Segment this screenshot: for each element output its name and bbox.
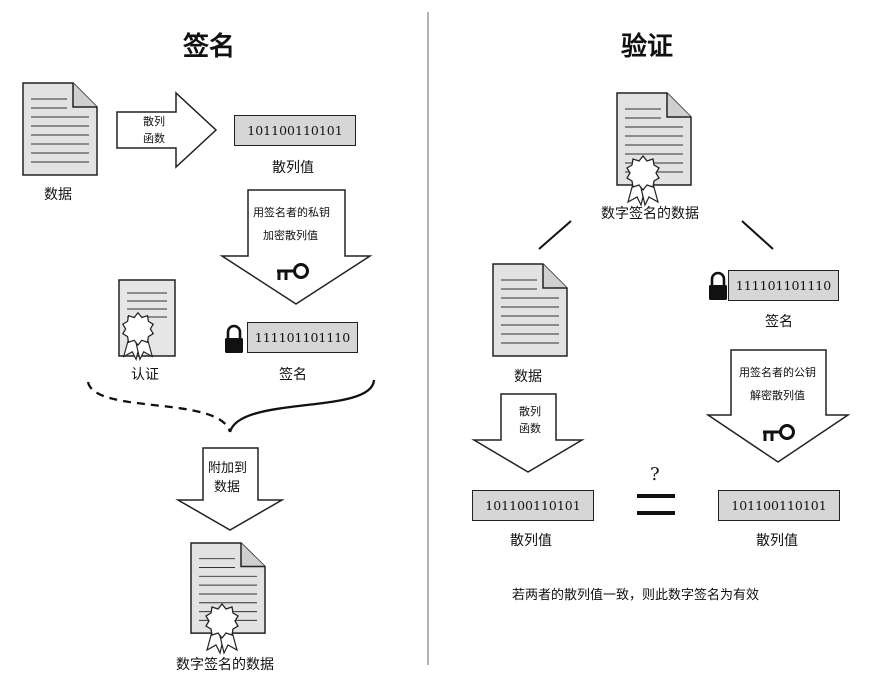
hash-function-label-1: 散列: [143, 115, 165, 128]
signed-data-label: 数字签名的数据: [601, 206, 699, 222]
decrypt-arrow: [705, 349, 851, 463]
hash-function-label-2: 函数: [519, 422, 541, 435]
hash-function-arrow: [116, 91, 218, 169]
hash-value-box-left: 101100110101: [472, 490, 594, 521]
hash-value-label-right: 散列值: [756, 533, 798, 549]
attach-arrow: [175, 447, 285, 531]
signature-box: 111101101110: [728, 270, 839, 301]
conclusion-text: 若两者的散列值一致，则此数字签名为有效: [512, 588, 760, 603]
document-icon: [492, 263, 568, 357]
encrypt-label-2: 加密散列值: [263, 229, 318, 242]
encrypt-label-1: 用签名者的私钥: [253, 206, 330, 219]
equals-bar-top: [637, 494, 675, 498]
seal-icon: [626, 155, 660, 206]
decrypt-label-1: 用签名者的公钥: [739, 366, 816, 379]
certificate-icon: [118, 279, 176, 360]
split-line-right: [741, 220, 774, 250]
signature-box: 111101101110: [247, 322, 358, 353]
equals-bar-bottom: [637, 511, 675, 515]
document-icon: [22, 82, 98, 176]
hash-value-label-left: 散列值: [510, 533, 552, 549]
signature-label: 签名: [279, 367, 307, 383]
hash-value-box: 101100110101: [234, 115, 356, 146]
hash-function-label-1: 散列: [519, 405, 541, 418]
lock-icon: [707, 271, 729, 302]
data-label: 数据: [514, 369, 542, 385]
question-mark: ?: [650, 464, 660, 485]
hash-value-label: 散列值: [272, 160, 314, 176]
signature-merge-curve: [228, 379, 376, 433]
hash-function-arrow: [471, 393, 585, 473]
encrypt-arrow: [219, 189, 373, 305]
hash-value-box-right: 101100110101: [718, 490, 840, 521]
attach-label-2: 数据: [214, 480, 241, 495]
hash-function-label-2: 函数: [143, 132, 165, 145]
lock-icon: [223, 324, 245, 355]
verify-title: 验证: [621, 32, 674, 62]
attach-label-1: 附加到: [208, 461, 248, 476]
signature-label: 签名: [765, 314, 793, 330]
split-line-left: [538, 220, 572, 250]
seal-icon: [205, 603, 239, 654]
certificate-label: 认证: [131, 367, 159, 383]
signed-document-icon: [616, 92, 692, 206]
sign-title: 签名: [183, 32, 236, 62]
data-label: 数据: [44, 187, 72, 203]
seal-icon: [122, 312, 154, 360]
decrypt-label-2: 解密散列值: [750, 389, 805, 402]
signed-data-label: 数字签名的数据: [176, 657, 274, 673]
signed-document-icon: [190, 542, 266, 654]
data-merge-curve: [86, 381, 232, 433]
